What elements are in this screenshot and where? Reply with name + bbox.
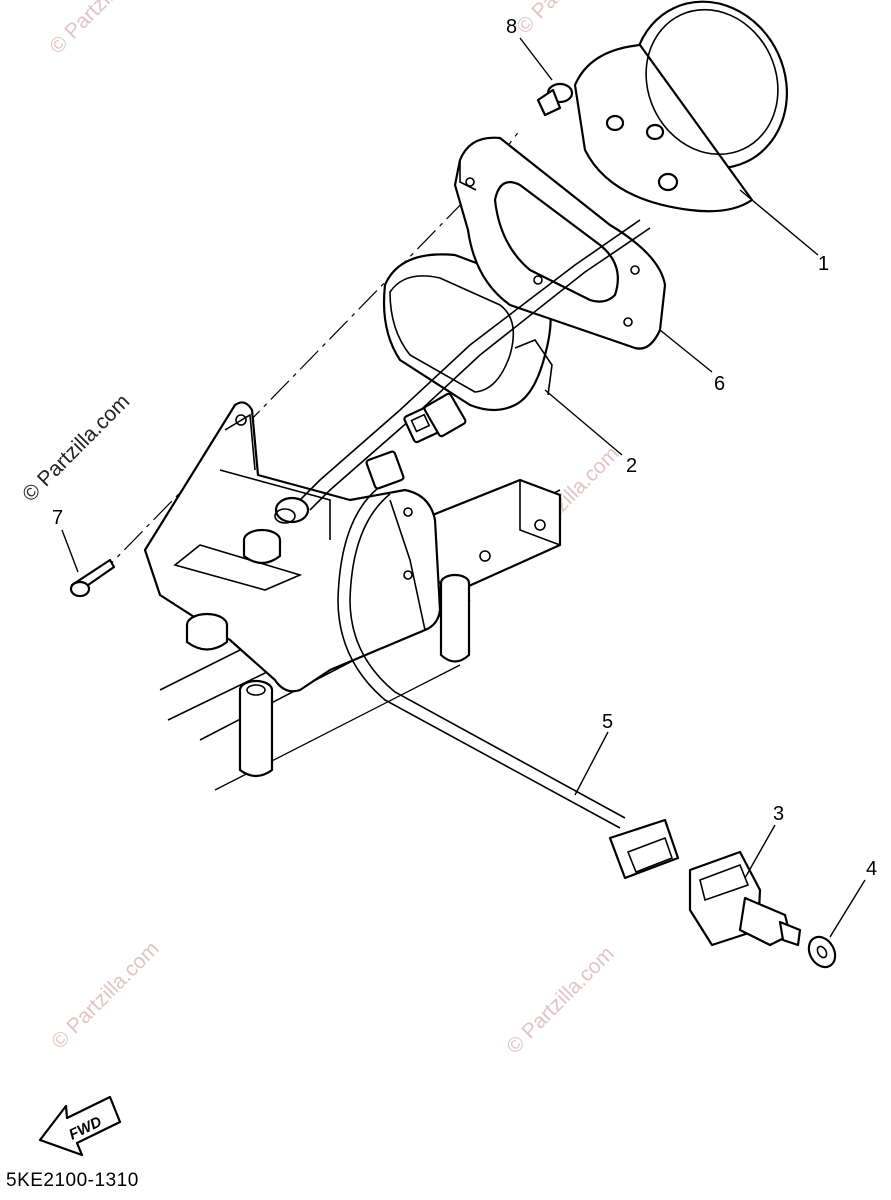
leader-8 [519,37,553,81]
callout-labels: 1 2 3 4 5 6 7 8 [52,16,877,880]
callout-6: 6 [714,373,725,395]
standoff-posts [185,528,471,778]
part-7-screw [69,558,116,598]
callout-8: 8 [506,16,517,38]
meter-bracket [143,401,442,693]
leader-lines [61,37,866,938]
watermark-top-left: © Partzilla.com [45,0,161,59]
watermark-top-mid: © Partzilla.com [512,0,628,39]
leader-6 [659,329,713,373]
leader-2 [544,389,623,456]
leader-4 [829,879,866,938]
part-5-lead-wire [337,487,680,880]
callout-7: 7 [52,507,63,529]
callout-5: 5 [602,711,613,733]
diagram-code: 5KE2100-1310 [6,1170,139,1191]
watermark-lower-left: © Partzilla.com [47,937,163,1053]
fwd-arrow-icon: FWD [38,1095,122,1157]
part-3-sensor [688,850,802,947]
part-8-bolt [536,82,574,117]
watermark-lower-right: © Partzilla.com [502,942,618,1058]
callout-2: 2 [626,455,637,477]
leader-5 [574,731,609,796]
part-1-meter-gauge [573,0,788,213]
leader-7 [61,529,79,573]
leader-3 [744,824,776,879]
part-4-washer [807,935,837,969]
callout-4: 4 [866,858,877,880]
callout-3: 3 [773,803,784,825]
leader-1 [739,189,819,256]
callout-1: 1 [818,253,829,275]
wire-harness [274,219,651,524]
